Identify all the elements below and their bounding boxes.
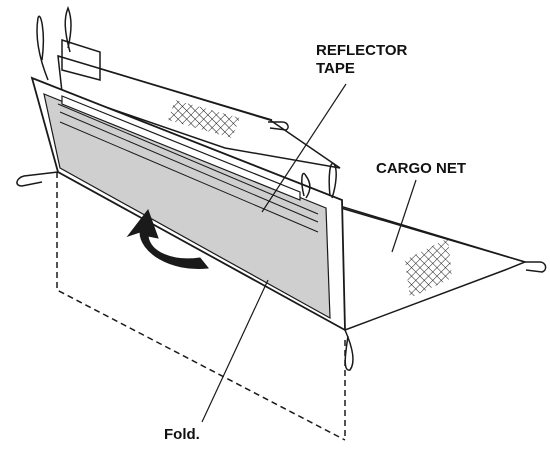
cargo-leader: [391, 179, 417, 253]
strap-right-hook-icon: [525, 261, 547, 273]
strap-left-hook-icon: [16, 171, 59, 187]
reflector-label-line1: REFLECTOR: [316, 42, 408, 59]
strap-mid-top-icon: [64, 5, 72, 53]
cargo-net-mesh: [405, 238, 452, 298]
unfolded-outline: [56, 172, 346, 441]
fold-label: Fold.: [164, 426, 200, 443]
back-net: [57, 38, 341, 169]
strap-center-top-icon: [301, 172, 311, 199]
strap-left-top-icon: [36, 15, 49, 81]
cargo-net-label: CARGO NET: [376, 160, 466, 177]
straps: [16, 5, 547, 371]
strap-right-top-icon: [328, 162, 337, 199]
reflector-tape: [61, 95, 301, 201]
strap-bottom-hook-icon: [344, 329, 354, 371]
strap-back-hook-icon: [268, 121, 289, 131]
reflector-leader: [261, 83, 347, 213]
leader-lines: [201, 83, 417, 423]
reflector-label-line2: TAPE: [316, 60, 355, 77]
back-net-mesh: [168, 100, 240, 138]
fold-leader: [201, 279, 269, 423]
reflector-tape-label: REFLECTOR TAPE: [316, 42, 407, 78]
curved-fold-arrow-icon: [126, 208, 209, 270]
